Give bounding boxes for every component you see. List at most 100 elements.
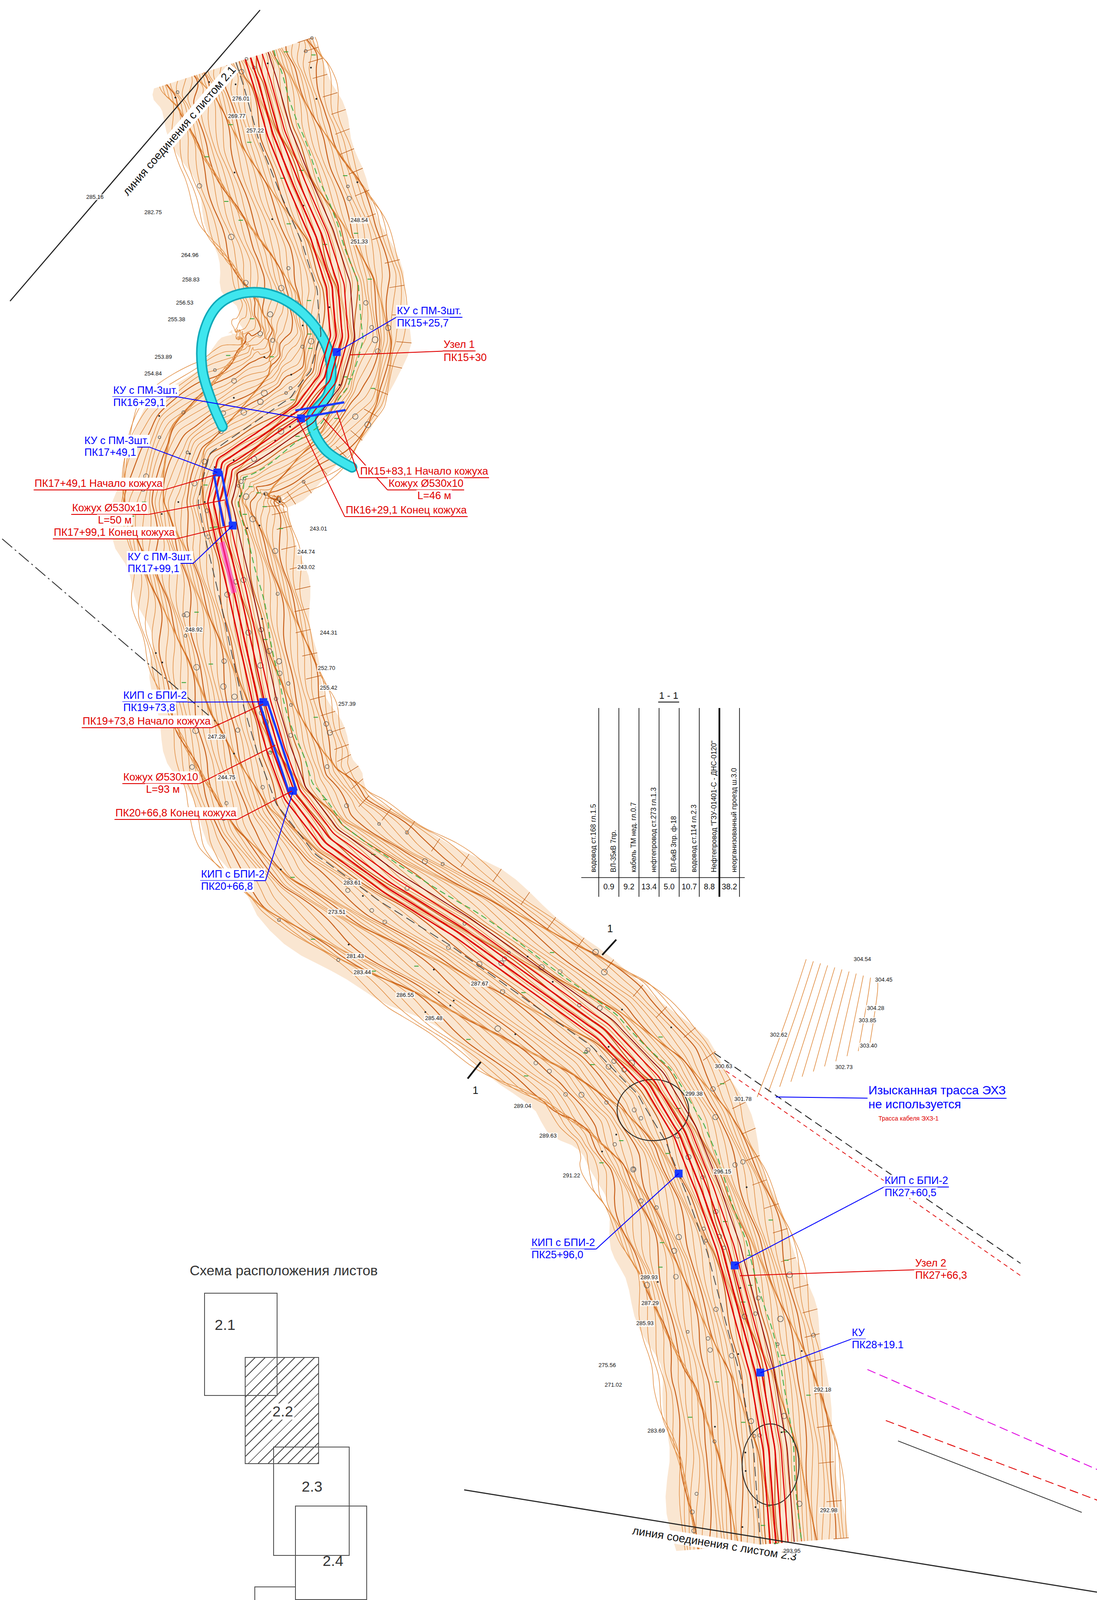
survey-point [232,396,235,399]
tree-symbol [289,703,293,707]
grass-symbol [256,492,261,494]
tree-symbol [671,1248,677,1254]
tree-symbol [204,508,209,513]
tree-symbol [276,592,280,596]
callout-label: КУ с ПМ-3шт. [395,305,463,318]
grass-symbol [521,992,526,993]
tree-symbol [243,280,248,285]
survey-point [744,1451,747,1454]
callout-label: Изысканная трасса ЭХЗ [867,1083,1007,1099]
tree-symbol [182,613,186,617]
table-header: водовод ст.168 гл.1.5 [589,803,598,874]
elevation-mark: 292.18 [812,1386,833,1393]
survey-point [263,356,266,358]
tree-symbol [369,908,374,913]
tree-symbol [611,1058,617,1064]
sheet-box: 2.2 [244,1357,320,1465]
survey-point [607,1045,610,1048]
tree-symbol [364,421,371,428]
callout-label: не используется [867,1097,962,1112]
tree-symbol [213,368,216,372]
leader-line [149,447,218,473]
tree-symbol [221,658,227,664]
grass-symbol [768,1219,774,1221]
tree-symbol [704,1239,708,1243]
slope-tick [732,1101,747,1109]
survey-point [615,1133,618,1136]
grass-symbol [290,876,295,878]
slope-tick [302,480,312,494]
elevation-mark: 273.51 [327,909,347,916]
grass-symbol [313,716,318,718]
tree-symbol [268,750,272,754]
tree-symbol [239,479,244,484]
slope-tick [656,1006,667,1018]
contour-line [204,59,774,1544]
elevation-mark: 289.63 [538,1132,558,1139]
grass-symbol [225,354,231,356]
tree-symbol [235,728,240,733]
tree-symbol [239,69,244,75]
leader-line [187,701,264,703]
survey-point [514,1033,517,1035]
tree-symbol [336,958,340,962]
slope-tick [406,821,415,834]
tree-symbol [713,1307,719,1312]
contour-line [801,967,835,1077]
survey-point [601,1150,604,1153]
grass-symbol [806,1394,811,1396]
elevation-mark: 289.93 [639,1274,659,1281]
survey-point [800,1350,803,1352]
slope-tick [381,808,392,821]
grass-symbol [242,513,247,515]
tree-symbol [263,492,268,496]
tree-symbol [284,391,288,395]
valve-symbol [288,787,297,795]
grass-symbol [599,1162,604,1164]
slope-tick [492,868,502,882]
contour-line [757,959,807,1097]
tree-symbol [220,683,227,690]
tree-symbol [347,196,352,201]
existing-utility [225,53,789,1543]
grass-symbol [228,124,233,125]
survey-point [347,943,350,946]
elevation-mark: 291.22 [562,1172,582,1179]
grass-symbol [322,799,328,801]
grass-symbol [295,435,300,437]
contour-line [168,71,738,1547]
slope-tick [396,341,412,344]
terrain-patch [757,959,879,1097]
tree-symbol [363,300,369,306]
elevation-mark: 303.40 [858,1042,879,1049]
grass-symbol [347,378,353,380]
grass-symbol [306,300,312,302]
leader-line [760,1339,851,1373]
survey-point [745,1186,748,1188]
tree-symbol [278,285,285,292]
tree-symbol [325,764,330,769]
tree-symbol [302,480,306,484]
survey-point [551,981,554,983]
grass-symbol [224,201,229,202]
contour-line [267,39,837,1539]
designed-pipeline [213,57,777,1544]
sheet-number: 2.3 [300,1478,324,1495]
grass-symbol [262,506,268,507]
leader-line [595,1173,679,1250]
tree-symbol [257,331,263,336]
tree-symbol [193,664,200,671]
tree-symbol [786,1271,793,1278]
table-cell: 38.2 [720,882,738,892]
elevation-mark: 276.01 [231,95,251,102]
elevation-mark: 255.42 [319,684,339,691]
survey-point [309,66,312,69]
survey-point [279,868,282,871]
contour-line [235,51,798,1542]
slope-tick [334,744,349,750]
grass-symbol [194,611,199,613]
slope-tick [816,1425,833,1428]
grass-symbol [658,1036,663,1038]
slope-tick [281,545,297,550]
table-cell: 0.9 [602,882,615,892]
